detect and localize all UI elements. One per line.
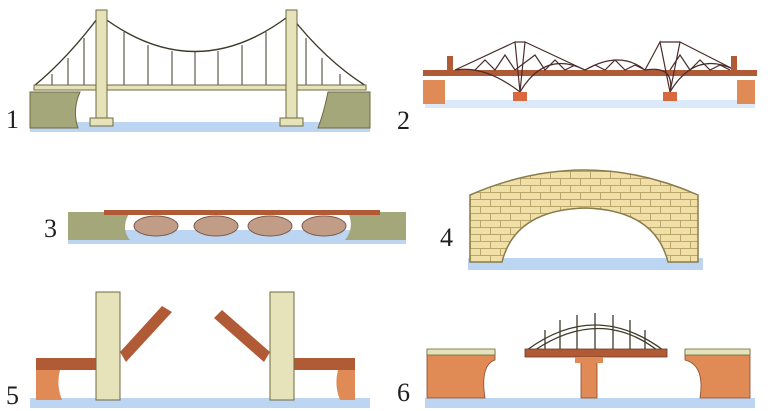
right-leaf-raised: [214, 310, 270, 362]
figure-number-6: 6: [397, 378, 410, 407]
right-approach-deck: [684, 348, 751, 356]
right-pier: [663, 92, 677, 101]
center-pier: [580, 356, 598, 399]
pontoons: [133, 215, 347, 237]
water: [30, 398, 370, 408]
left-bank: [426, 349, 496, 399]
figure-number-5: 5: [6, 381, 19, 410]
left-approach: [36, 358, 96, 370]
right-bank: [345, 212, 406, 240]
main-cable: [33, 14, 367, 87]
suspension-bridge-diagram: 1: [0, 0, 380, 140]
left-approach-deck: [426, 348, 496, 356]
left-bank: [36, 370, 62, 400]
main-span-deck: [524, 348, 668, 358]
deck: [33, 84, 367, 91]
bascule-bridge-illustration: [30, 291, 370, 408]
right-abutment: [737, 80, 755, 104]
arch: [526, 313, 664, 351]
stone-arch: [469, 169, 699, 263]
suspension-bridge-illustration: [29, 9, 371, 132]
right-bank: [336, 370, 355, 400]
right-end-post: [731, 56, 737, 76]
right-approach: [290, 358, 355, 370]
bascule-bridge-diagram: 5: [0, 290, 380, 411]
left-tower-base: [89, 117, 114, 127]
water: [425, 100, 755, 108]
right-tower-base: [279, 117, 304, 127]
pontoon-bridge-illustration: [68, 210, 406, 244]
left-end-post: [447, 56, 453, 76]
cantilever-bridge-illustration: [423, 40, 757, 108]
right-bank: [317, 91, 371, 129]
tied-arch-bridge-diagram: 6: [395, 305, 765, 411]
water: [425, 398, 755, 408]
deck: [104, 210, 380, 215]
right-tower: [285, 9, 298, 123]
left-leaf-raised: [120, 306, 172, 362]
left-abutment: [423, 80, 445, 104]
pier-cap: [575, 357, 603, 363]
left-tower: [95, 291, 121, 401]
deck: [423, 70, 757, 76]
left-tower: [95, 9, 108, 123]
figure-number-2: 2: [397, 106, 410, 135]
right-bank: [684, 349, 751, 399]
hangers: [51, 32, 341, 86]
left-pier: [513, 92, 527, 101]
figure-number-3: 3: [44, 214, 57, 243]
truss: [454, 40, 736, 93]
left-bank: [29, 91, 81, 129]
water: [30, 122, 370, 132]
right-tower: [269, 291, 295, 401]
figure-number-4: 4: [440, 223, 453, 252]
arch-bridge-illustration: [468, 169, 703, 270]
left-bank: [68, 212, 130, 240]
water: [468, 258, 703, 270]
figure-number-1: 1: [6, 105, 19, 134]
tied-arch-bridge-illustration: [425, 313, 755, 408]
stone-arch-bridge-diagram: 4: [440, 150, 760, 280]
cantilever-truss-bridge-diagram: 2: [395, 30, 765, 134]
pontoon-bridge-diagram: 3: [30, 200, 410, 250]
